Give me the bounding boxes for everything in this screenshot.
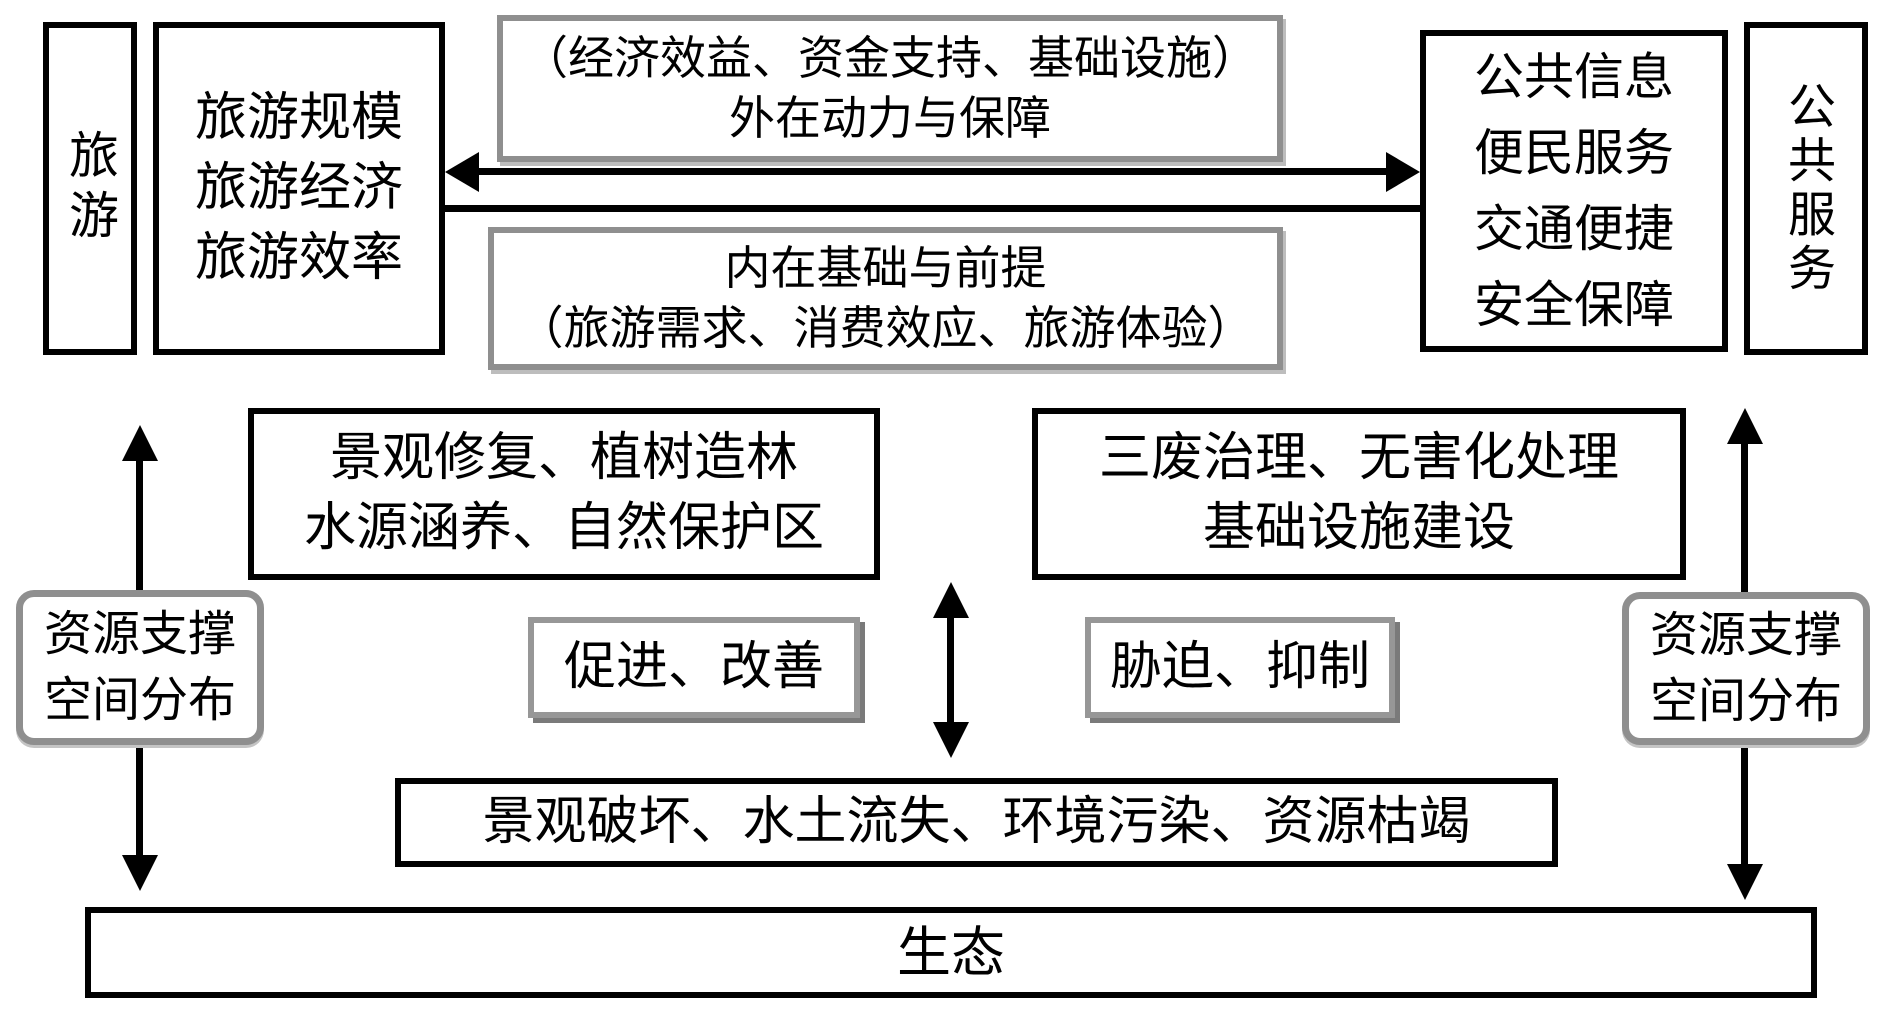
tourism-axis-label: 旅游 [62, 128, 118, 249]
resource-support-line: 空间分布 [1649, 674, 1842, 728]
arrow-shaft [136, 457, 143, 592]
resource-support-left-box: 资源支撑 空间分布 [16, 590, 264, 745]
public-service-axis-label: 公共服务 [1780, 80, 1833, 297]
internal-basis-line2: （旅游需求、消费效应、旅游体验） [517, 302, 1254, 354]
promote-box: 促进、改善 [528, 617, 860, 718]
tourism-metrics-line: 旅游规模 [194, 89, 403, 147]
tourism-axis-box: 旅游 [43, 22, 137, 355]
threaten-box: 胁迫、抑制 [1085, 617, 1395, 718]
ecology-axis-box: 生态 [85, 907, 1817, 998]
arrow-right-head [1386, 152, 1420, 192]
tourism-metrics-line: 旅游效率 [194, 229, 403, 287]
arrow-up-head [933, 582, 969, 618]
threaten-label: 胁迫、抑制 [1109, 638, 1370, 696]
eco-restoration-line: 景观修复、植树造林 [329, 430, 798, 487]
tourism-metrics-line: 旅游经济 [194, 159, 403, 217]
arrow-down-head [1727, 864, 1763, 900]
eco-treatment-box: 三废治理、无害化处理 基础设施建设 [1032, 408, 1686, 580]
resource-support-line: 资源支撑 [43, 607, 236, 661]
public-service-items-box: 公共信息 便民服务 交通便捷 安全保障 [1420, 30, 1728, 352]
tourism-service-connector-line [445, 205, 1420, 212]
arrow-up-head [122, 425, 158, 461]
arrow-shaft [1741, 440, 1748, 592]
internal-basis-line1: 内在基础与前提 [724, 242, 1047, 294]
external-power-line1: （经济效益、资金支持、基础设施） [522, 32, 1258, 84]
eco-restoration-line: 水源涵养、自然保护区 [303, 500, 824, 557]
public-service-item: 安全保障 [1474, 277, 1674, 333]
degradation-label: 景观破坏、水土流失、环境污染、资源枯竭 [482, 793, 1471, 851]
arrow-shaft [136, 745, 143, 858]
arrow-down-head [122, 855, 158, 891]
arrow-left-head [445, 152, 479, 192]
arrow-shaft [947, 614, 954, 726]
resource-support-line: 空间分布 [43, 673, 236, 727]
public-service-axis-box: 公共服务 [1744, 22, 1868, 355]
eco-treatment-line: 三废治理、无害化处理 [1098, 430, 1619, 487]
degradation-box: 景观破坏、水土流失、环境污染、资源枯竭 [395, 778, 1558, 867]
arrow-shaft [1741, 745, 1748, 865]
public-service-item: 公共信息 [1474, 49, 1674, 105]
ecology-axis-label: 生态 [897, 922, 1005, 983]
eco-restoration-box: 景观修复、植树造林 水源涵养、自然保护区 [248, 408, 880, 580]
tourism-metrics-box: 旅游规模 旅游经济 旅游效率 [153, 22, 445, 355]
arrow-up-head [1727, 408, 1763, 444]
promote-label: 促进、改善 [563, 638, 824, 696]
arrow-down-head [933, 722, 969, 758]
external-power-box: （经济效益、资金支持、基础设施） 外在动力与保障 [497, 15, 1283, 162]
eco-treatment-line: 基础设施建设 [1202, 500, 1515, 557]
internal-basis-box: 内在基础与前提 （旅游需求、消费效应、旅游体验） [488, 227, 1283, 370]
public-service-item: 便民服务 [1474, 125, 1674, 181]
resource-support-right-box: 资源支撑 空间分布 [1622, 592, 1870, 745]
arrow-shaft [475, 168, 1390, 175]
external-power-line2: 外在动力与保障 [729, 92, 1051, 144]
public-service-item: 交通便捷 [1474, 201, 1674, 257]
resource-support-line: 资源支撑 [1649, 608, 1842, 662]
